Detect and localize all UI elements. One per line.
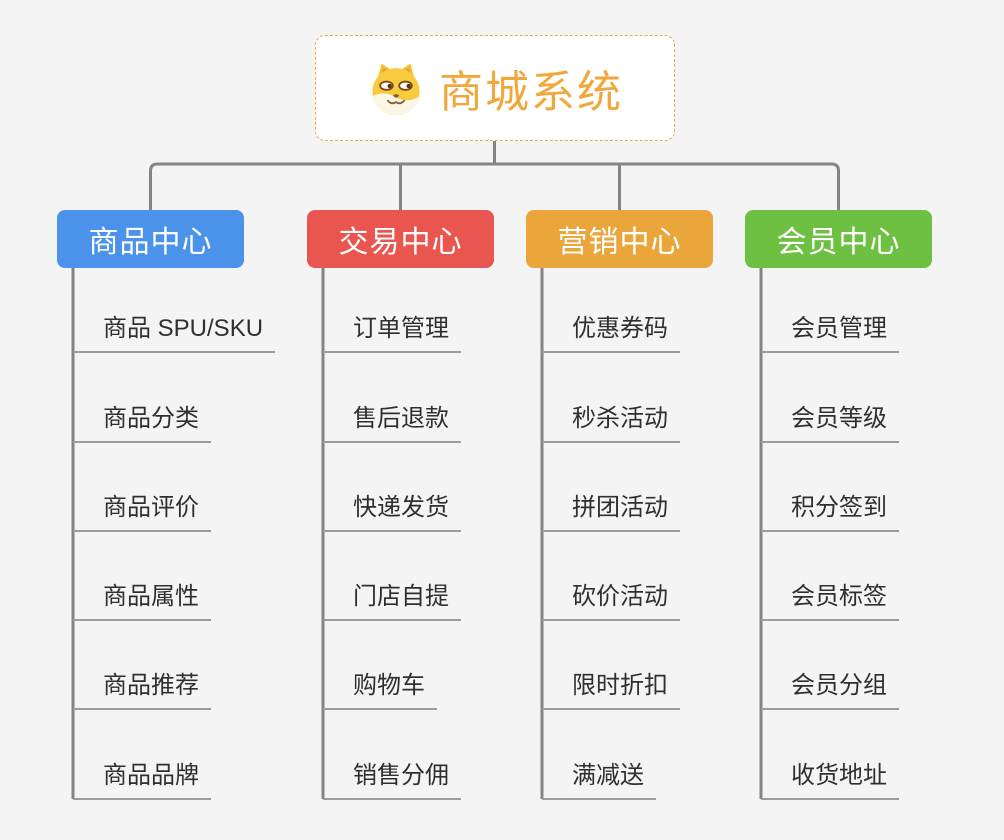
item-node[interactable]: 购物车 (323, 669, 437, 711)
item-row: 门店自提 (323, 532, 461, 622)
item-row: 秒杀活动 (542, 353, 680, 443)
item-row: 商品分类 (73, 353, 275, 443)
item-node[interactable]: 商品属性 (73, 580, 211, 622)
item-node[interactable]: 会员管理 (761, 312, 899, 354)
item-node[interactable]: 满减送 (542, 759, 656, 800)
item-row: 商品 SPU/SKU (73, 264, 276, 354)
item-row: 积分签到 (761, 443, 899, 532)
item-node[interactable]: 收货地址 (761, 759, 899, 800)
item-node[interactable]: 限时折扣 (542, 669, 680, 711)
item-row: 优惠券码 (542, 264, 680, 354)
item-row: 满减送 (542, 710, 680, 800)
item-row: 会员管理 (761, 264, 899, 354)
branch-items-member-center: 会员管理会员等级积分签到会员标签会员分组收货地址 (761, 264, 899, 800)
item-node[interactable]: 优惠券码 (542, 312, 680, 354)
item-row: 购物车 (323, 621, 461, 711)
item-node[interactable]: 积分签到 (761, 491, 899, 532)
branch-label: 商品中心 (88, 226, 213, 259)
item-row: 拼团活动 (542, 443, 680, 532)
item-row: 会员标签 (761, 532, 899, 622)
item-row: 商品品牌 (73, 710, 275, 800)
item-node[interactable]: 售后退款 (323, 402, 461, 443)
item-node[interactable]: 快递发货 (323, 491, 461, 532)
branch-node-trade-center[interactable]: 交易中心 (307, 210, 494, 268)
branch-node-product-center[interactable]: 商品中心 (57, 210, 244, 268)
item-row: 商品属性 (73, 532, 275, 622)
branch-items-marketing-center: 优惠券码秒杀活动拼团活动砍价活动限时折扣满减送 (542, 264, 680, 800)
item-row: 快递发货 (323, 443, 461, 532)
item-node[interactable]: 会员分组 (761, 669, 899, 711)
item-node[interactable]: 砍价活动 (542, 580, 680, 622)
item-row: 砍价活动 (542, 532, 680, 622)
branch-node-marketing-center[interactable]: 营销中心 (526, 210, 713, 268)
item-row: 订单管理 (323, 264, 461, 354)
item-node[interactable]: 拼团活动 (542, 491, 680, 532)
item-row: 限时折扣 (542, 621, 680, 711)
item-node[interactable]: 商品品牌 (73, 759, 211, 800)
branch-items-product-center: 商品 SPU/SKU 商品分类商品评价商品属性商品推荐商品品牌 (73, 264, 276, 800)
item-node[interactable]: 订单管理 (323, 312, 461, 354)
doge-icon (372, 63, 420, 116)
item-node[interactable]: 商品 SPU/SKU (73, 312, 276, 354)
branch-node-member-center[interactable]: 会员中心 (745, 210, 932, 268)
item-node[interactable]: 商品分类 (73, 402, 211, 443)
branch-label: 交易中心 (338, 226, 463, 259)
item-node[interactable]: 门店自提 (323, 580, 461, 622)
item-node[interactable]: 销售分佣 (323, 759, 461, 800)
item-row: 商品推荐 (73, 621, 275, 711)
item-row: 会员分组 (761, 621, 899, 711)
branch-items-trade-center: 订单管理售后退款快递发货门店自提购物车销售分佣 (323, 264, 461, 800)
branch-label: 会员中心 (776, 226, 901, 259)
item-node[interactable]: 商品评价 (73, 491, 211, 532)
root-node-mall-system[interactable]: 商城系统 (315, 35, 675, 141)
item-node[interactable]: 秒杀活动 (542, 402, 680, 443)
item-row: 会员等级 (761, 353, 899, 443)
item-node[interactable]: 会员标签 (761, 580, 899, 622)
item-node[interactable]: 会员等级 (761, 402, 899, 443)
item-row: 售后退款 (323, 353, 461, 443)
item-node[interactable]: 商品推荐 (73, 669, 211, 711)
branch-label: 营销中心 (557, 226, 682, 259)
root-node-title: 商城系统 (439, 68, 623, 117)
item-row: 收货地址 (761, 710, 899, 800)
item-row: 商品评价 (73, 443, 275, 532)
item-row: 销售分佣 (323, 710, 461, 800)
